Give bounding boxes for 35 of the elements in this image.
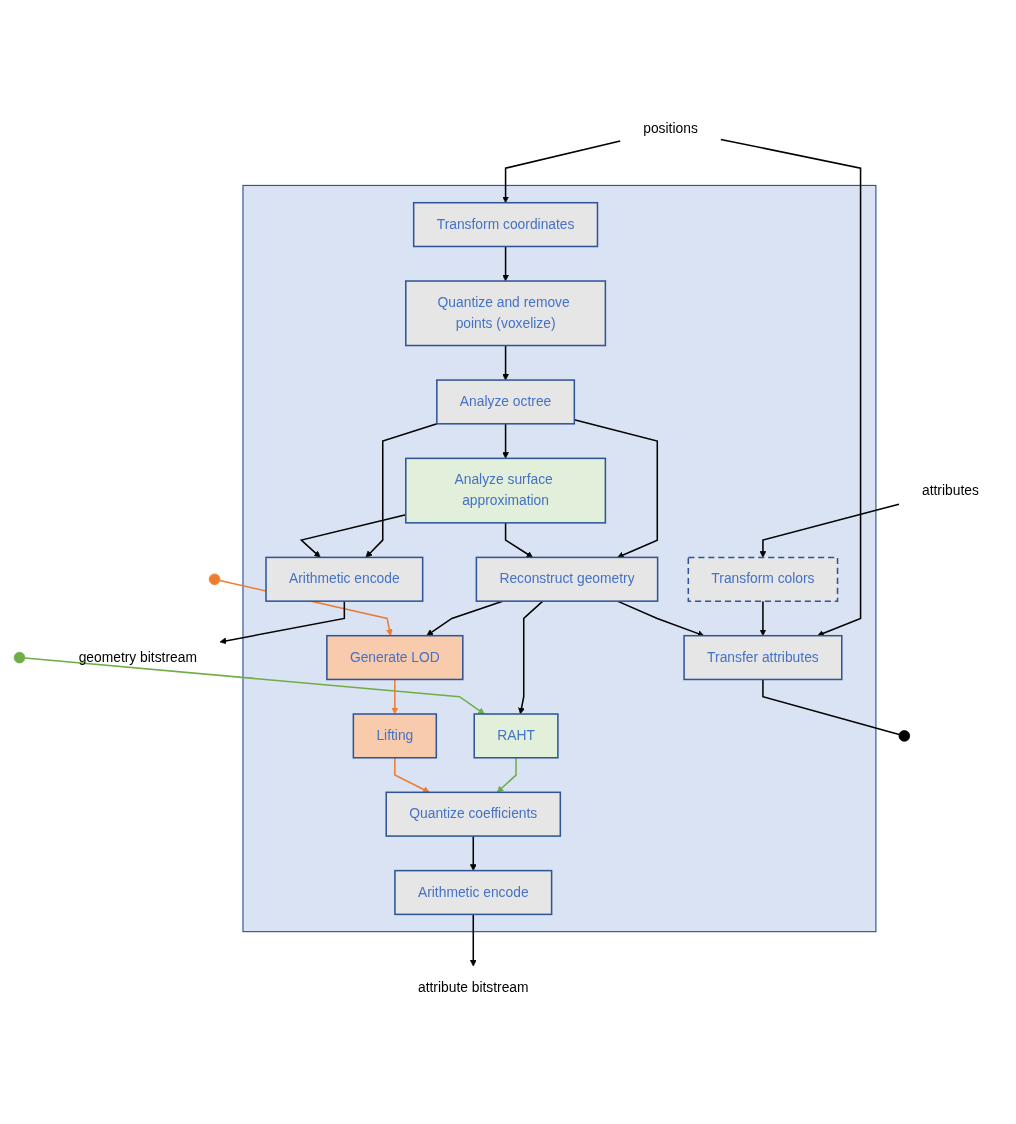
cluster [242,185,877,933]
node-box: Lifting [352,713,438,759]
node-box: Arithmetic encode [394,870,553,916]
arrow [365,423,438,559]
node-box: Arithmetic encode [265,557,424,603]
node-box: Quantize and remove points (voxelize) [405,280,607,347]
arrow [469,914,477,967]
arrow [469,835,477,872]
node-box: RAHT [473,713,559,759]
arrow [759,503,900,559]
arrow [759,600,767,637]
arrow [394,757,430,794]
arrow [720,139,862,637]
arrow [219,600,346,645]
node-box: Transform colors [687,557,839,603]
arrow [504,522,533,559]
node-box: Transfer attributes [683,635,843,681]
node-box: Reconstruct geometry [475,557,659,603]
node-text: attributes [921,483,979,499]
node-box: Quantize coefficients [385,792,562,838]
node-box: Transform coordinates [412,202,599,248]
arrow [502,345,509,381]
arrow [518,600,544,715]
arrow [502,246,509,282]
arrow [502,140,621,204]
arrow [502,423,509,460]
node-box: Analyze octree [436,379,576,426]
node-box: Analyze surface approximation [405,458,607,525]
node-box: Generate LOD [326,635,464,681]
node-text: geometry bitstream [78,649,197,666]
node-text: attribute bitstream [417,980,529,996]
arrow [496,757,517,794]
arrow [391,679,399,715]
node-text: positions [643,121,698,137]
arrow [24,657,485,715]
